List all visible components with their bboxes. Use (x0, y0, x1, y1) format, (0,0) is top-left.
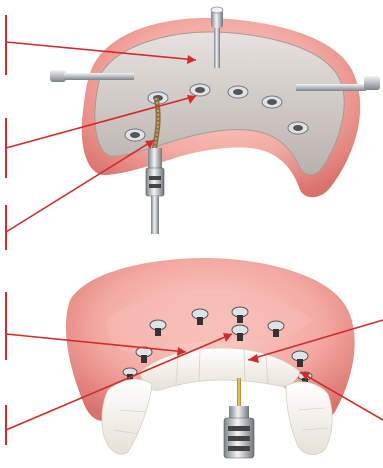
right-posterior-teeth (286, 382, 332, 455)
left-posterior-teeth (102, 379, 152, 454)
guide-sleeve (190, 84, 210, 96)
guide-sleeve (288, 122, 308, 134)
insertion-tool (224, 378, 254, 458)
top-panel-upper-jaw-guide (50, 7, 380, 234)
guide-sleeve (262, 96, 282, 108)
callout-drill-handpiece (6, 140, 154, 232)
guide-sleeve (125, 129, 145, 141)
guide-sleeve (228, 86, 248, 98)
bottom-panel-implant-arch (66, 258, 355, 458)
